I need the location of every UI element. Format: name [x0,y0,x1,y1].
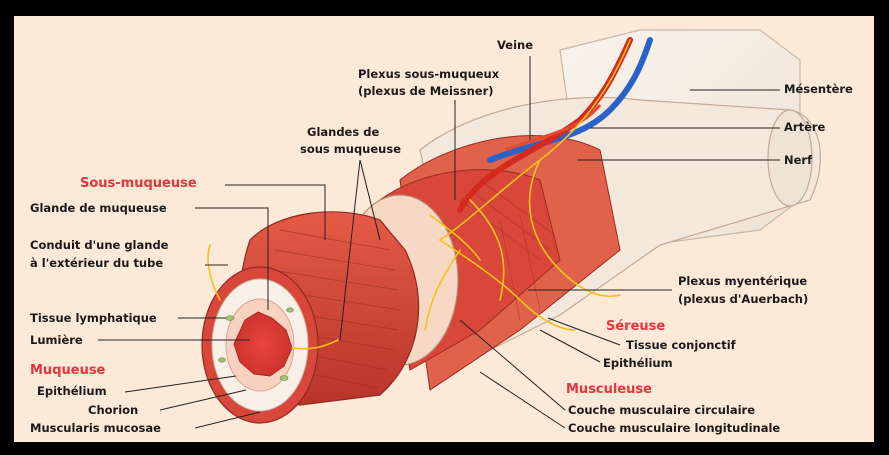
label-nerf: Nerf [784,153,812,167]
heading-sous-muqueuse: Sous-muqueuse [80,176,197,191]
label-chorion: Chorion [88,403,138,417]
label-artere: Artère [784,120,825,134]
label-tissue-conjonctif: Tissue conjonctif [626,338,736,352]
label-lumiere: Lumière [30,333,83,347]
label-glandes: Glandes de [307,125,379,139]
label-plexus-auerbach: (plexus d'Auerbach) [678,292,808,306]
label-conduit-exterieur: à l'extérieur du tube [30,256,163,270]
heading-muqueuse: Muqueuse [30,363,105,378]
heading-sereuse: Séreuse [606,319,665,334]
label-tissue-lymphatique: Tissue lymphatique [30,311,157,325]
label-glande-de-muqueuse: Glande de muqueuse [30,201,167,215]
heading-musculeuse: Musculeuse [566,382,652,397]
label-couche-musculaire-circulaire: Couche musculaire circulaire [568,403,755,417]
label-epithelium-muqueuse: Epithélium [37,384,107,398]
leader-couche-long [480,372,565,428]
label-plexus-sous-muqueux: Plexus sous-muqueux [358,67,499,81]
label-epithelium-sereuse: Epithélium [603,356,673,370]
label-veine: Veine [497,38,533,52]
label-couche-musculaire-longitudinale: Couche musculaire longitudinale [568,421,780,435]
label-muscularis-mucosae: Muscularis mucosae [30,421,161,435]
label-conduit-glande: Conduit d'une glande [30,238,168,252]
leader-epithelium-ser [540,330,600,362]
label-plexus-meissner: (plexus de Meissner) [358,84,494,98]
label-mesentere: Mésentère [784,82,853,96]
label-sous-muqueuse-glandes: sous muqueuse [300,142,401,156]
label-plexus-myenterique: Plexus myentérique [678,274,807,288]
